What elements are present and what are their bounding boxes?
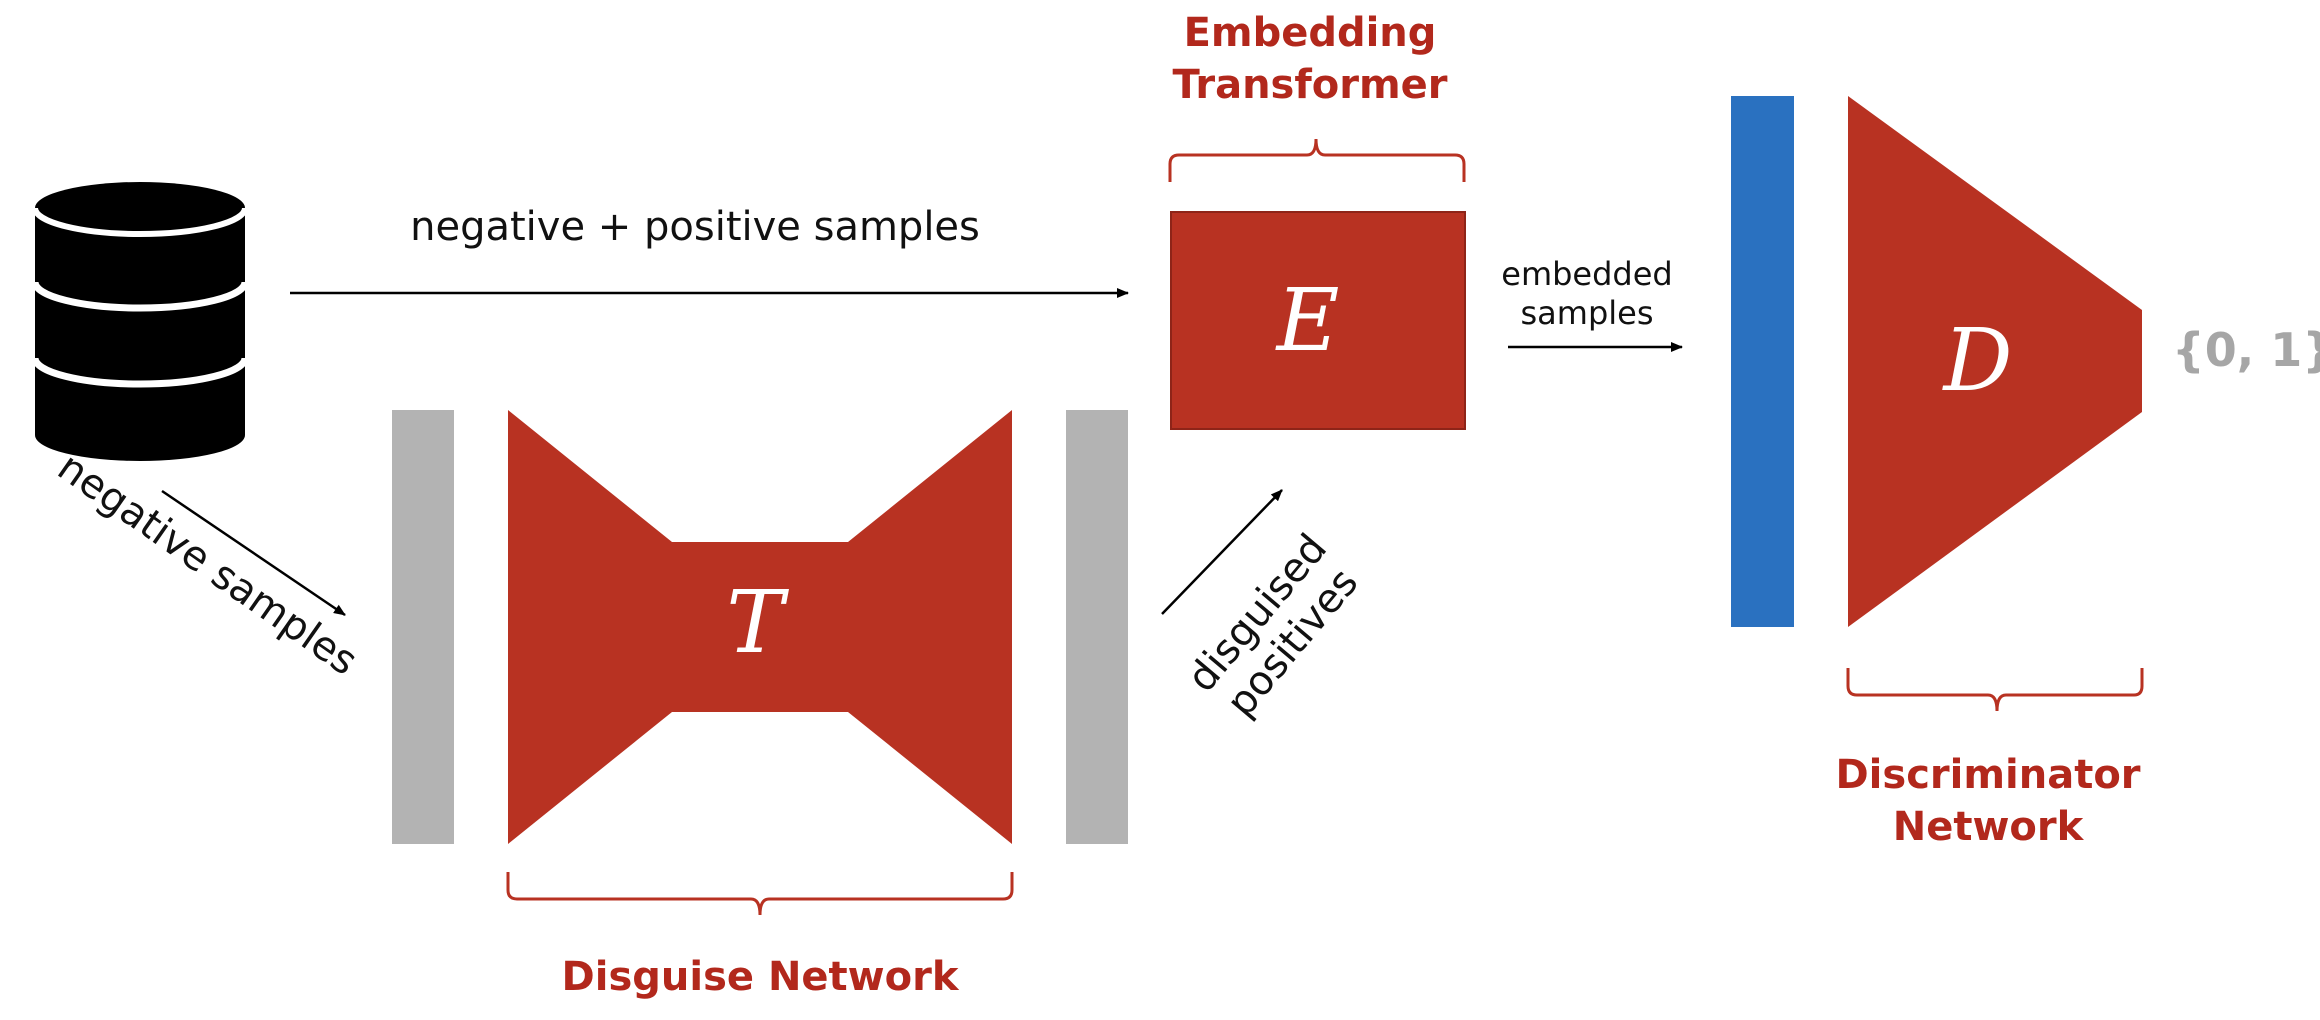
embedding-brace — [1168, 138, 1466, 182]
disguise-symbol: T — [726, 573, 789, 673]
discriminator-network: D {0, 1} Discriminator Network — [1731, 96, 2320, 850]
embedded-samples-line2: samples — [1520, 294, 1653, 332]
disguise-input-layer — [392, 410, 454, 844]
discriminator-caption-line1: Discriminator — [1835, 752, 2140, 798]
disguise-brace — [506, 872, 1014, 916]
negative-samples-group: negative samples — [49, 444, 365, 685]
disguised-positives-arrow — [1161, 489, 1283, 615]
negative-samples-label: negative samples — [49, 444, 365, 685]
discriminator-symbol: D — [1942, 311, 2013, 411]
top-arrow-label: negative + positive samples — [410, 204, 980, 250]
embedded-samples-line1: embedded — [1501, 255, 1672, 293]
disguise-network: T Disguise Network — [392, 410, 1128, 1000]
disguised-positives-group: disguised positives — [1161, 489, 1367, 726]
embedding-transformer: Embedding Transformer E — [1168, 10, 1466, 430]
embedding-caption-line1: Embedding — [1184, 10, 1437, 56]
top-arrow-group: negative + positive samples — [290, 204, 1129, 298]
disguise-caption: Disguise Network — [562, 954, 960, 1000]
negative-samples-arrow — [161, 489, 346, 617]
embedding-symbol: E — [1275, 271, 1340, 371]
database-icon — [31, 182, 249, 461]
discriminator-brace — [1846, 668, 2144, 712]
discriminator-triangle-block — [1848, 96, 2142, 627]
output-label: {0, 1} — [2172, 323, 2320, 377]
discriminator-caption-line2: Network — [1893, 804, 2085, 850]
embedding-caption-line2: Transformer — [1172, 62, 1447, 108]
discriminator-input-layer — [1731, 96, 1794, 627]
disguise-hourglass-block — [508, 410, 1012, 844]
embedded-samples-group: embedded samples — [1501, 255, 1683, 352]
embedding-block — [1170, 211, 1466, 430]
disguise-output-layer — [1066, 410, 1128, 844]
